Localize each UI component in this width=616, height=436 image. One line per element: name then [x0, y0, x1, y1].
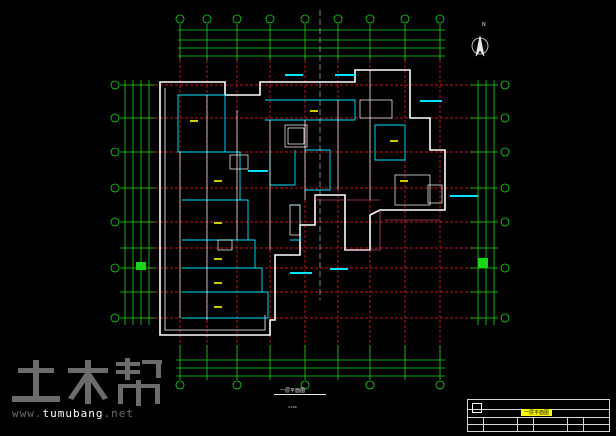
left-dimension-chain — [110, 80, 155, 325]
title-block-row — [468, 417, 609, 418]
title-block-cells — [467, 417, 610, 432]
north-label: N — [482, 22, 486, 28]
watermark-url: www.tumubang.net — [12, 407, 134, 420]
north-arrow-icon — [471, 35, 489, 57]
plan-scale: 1:100 — [288, 405, 297, 409]
title-block-row — [468, 424, 609, 425]
watermark-url-prefix: www. — [12, 407, 43, 420]
watermark-url-suffix: .net — [103, 407, 134, 420]
title-block-logo-icon — [472, 403, 482, 413]
watermark-logo — [12, 358, 162, 406]
title-block-cell — [483, 417, 484, 432]
detail-lines — [314, 195, 440, 251]
top-dimension-chain — [175, 14, 445, 60]
interior-walls — [179, 70, 443, 320]
axis-grid-vertical — [179, 55, 441, 360]
watermark-url-brand: tumubang — [42, 407, 104, 420]
building-outline — [159, 69, 446, 336]
callout-marks — [248, 74, 478, 274]
title-block-drawing-name: 一层平面图 — [521, 409, 553, 416]
right-dimension-chain — [470, 80, 510, 325]
bottom-dimension-chain — [175, 345, 445, 390]
plan-title-underline — [274, 394, 326, 395]
title-block-cell — [567, 417, 568, 432]
section-markers — [136, 258, 488, 270]
plan-title: 一层平面图 — [280, 388, 306, 394]
title-block-cell — [583, 417, 584, 432]
interior-partitions — [177, 94, 406, 319]
room-tag-marks — [190, 110, 408, 308]
title-block-cell — [533, 417, 534, 432]
title-block-cell — [517, 417, 518, 432]
